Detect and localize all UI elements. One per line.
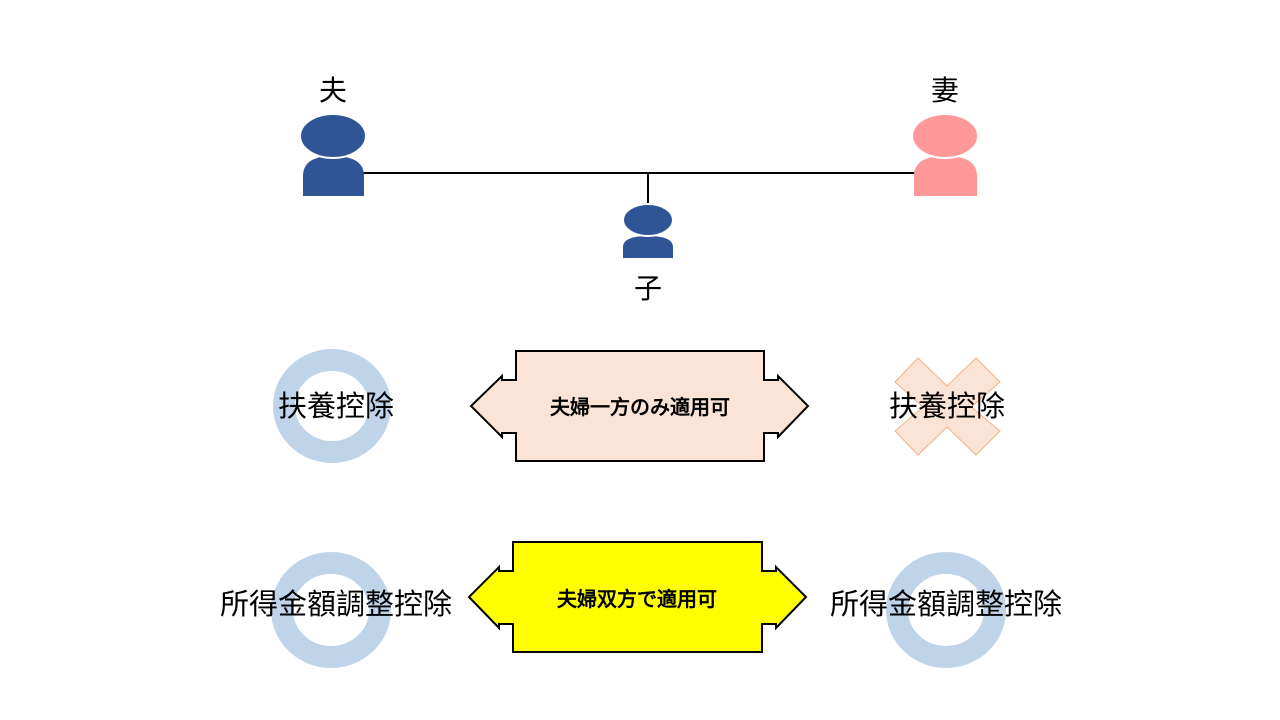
wife-person-icon (911, 113, 979, 196)
wife-label: 妻 (931, 74, 959, 107)
dependent-deduction-left-label: 扶養控除 (278, 389, 394, 423)
wife-figure: 妻 (911, 74, 979, 196)
dependent-deduction-right-label: 扶養控除 (889, 389, 1005, 423)
both-spouses-label: 夫婦双方で適用可 (557, 587, 717, 611)
double-arrow-callout-shape (469, 350, 810, 462)
family-tree: 夫 妻 子 (299, 74, 979, 305)
income-adjustment-left-label: 所得金額調整控除 (220, 587, 452, 621)
circle-mark-icon (273, 349, 391, 463)
circle-mark-icon (271, 552, 391, 668)
both-spouses-arrow: 夫婦双方で適用可 (467, 541, 808, 653)
child-label: 子 (634, 272, 662, 305)
dependent-deduction-husband: 扶養控除 (273, 349, 394, 463)
income-adjustment-deduction-row: 所得金額調整控除 夫婦双方で適用可 所得金額調整控除 (220, 541, 1062, 668)
husband-label: 夫 (319, 74, 347, 107)
one-side-only-label: 夫婦一方のみ適用可 (550, 395, 730, 419)
cross-mark-icon (894, 357, 1001, 456)
child-figure: 子 (622, 203, 674, 305)
child-person-icon (622, 203, 674, 258)
dependent-deduction-wife: 扶養控除 (889, 357, 1005, 456)
husband-figure: 夫 (299, 74, 367, 196)
double-arrow-callout-shape (467, 541, 808, 653)
income-adjustment-wife: 所得金額調整控除 (830, 552, 1062, 668)
circle-mark-icon (886, 552, 1006, 668)
dependent-deduction-row: 扶養控除 夫婦一方のみ適用可 扶養控除 (273, 349, 1005, 463)
husband-person-icon (299, 113, 367, 196)
one-side-only-arrow: 夫婦一方のみ適用可 (469, 350, 810, 462)
income-adjustment-right-label: 所得金額調整控除 (830, 587, 1062, 621)
income-adjustment-husband: 所得金額調整控除 (220, 552, 452, 668)
